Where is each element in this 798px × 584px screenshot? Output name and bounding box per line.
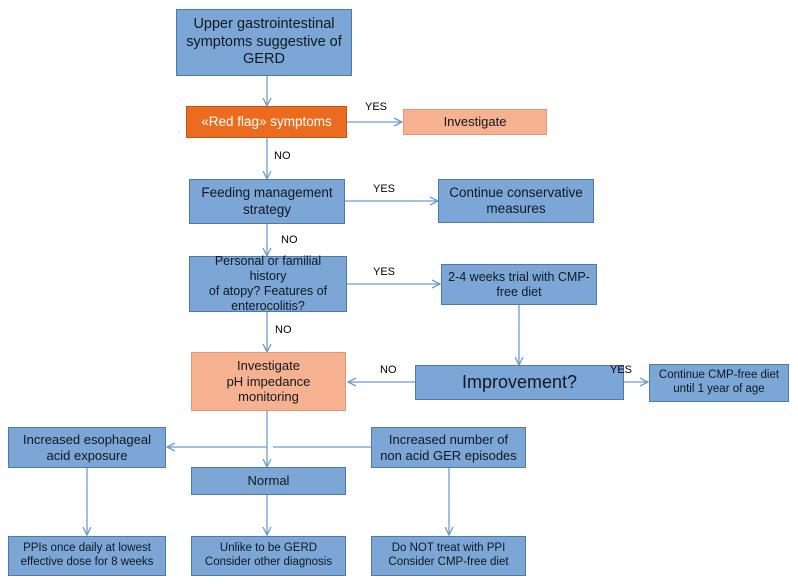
node-upper-gi-symptoms: Upper gastrointestinal symptoms suggesti… <box>176 9 352 76</box>
node-cmp-free-trial: 2-4 weeks trial with CMP- free diet <box>441 264 597 305</box>
node-normal: Normal <box>191 467 346 495</box>
node-ppis-once-daily: PPIs once daily at lowest effective dose… <box>8 536 166 576</box>
node-increased-nonacid: Increased number of non acid GER episode… <box>371 427 526 468</box>
label-redflag-yes: YES <box>365 101 388 113</box>
node-continue-cmp-free: Continue CMP-free diet until 1 year of a… <box>649 364 789 402</box>
node-unlike-gerd: Unlike to be GERD Consider other diagnos… <box>191 536 346 576</box>
node-atopy-history: Personal or familial history of atopy? F… <box>189 254 347 313</box>
node-do-not-treat: Do NOT treat with PPI Consider CMP-free … <box>371 536 526 576</box>
node-investigate: Investigate <box>403 109 547 135</box>
label-improvement-yes: YES <box>610 364 633 376</box>
node-improvement: Improvement? <box>415 365 624 400</box>
node-investigate-ph-impedance: Investigate pH impedance monitoring <box>191 352 346 411</box>
label-redflag-no: NO <box>274 150 291 162</box>
label-feeding-yes: YES <box>373 183 396 195</box>
label-atopy-no: NO <box>275 324 292 336</box>
label-feeding-no: NO <box>281 234 298 246</box>
label-atopy-yes: YES <box>373 266 396 278</box>
label-improvement-no: NO <box>380 364 397 376</box>
node-feeding-management: Feeding management strategy <box>189 179 345 224</box>
node-continue-conservative: Continue conservative measures <box>438 179 594 223</box>
node-increased-acid-exposure: Increased esophageal acid exposure <box>8 427 166 468</box>
node-red-flag-symptoms: «Red flag» symptoms <box>186 106 347 138</box>
